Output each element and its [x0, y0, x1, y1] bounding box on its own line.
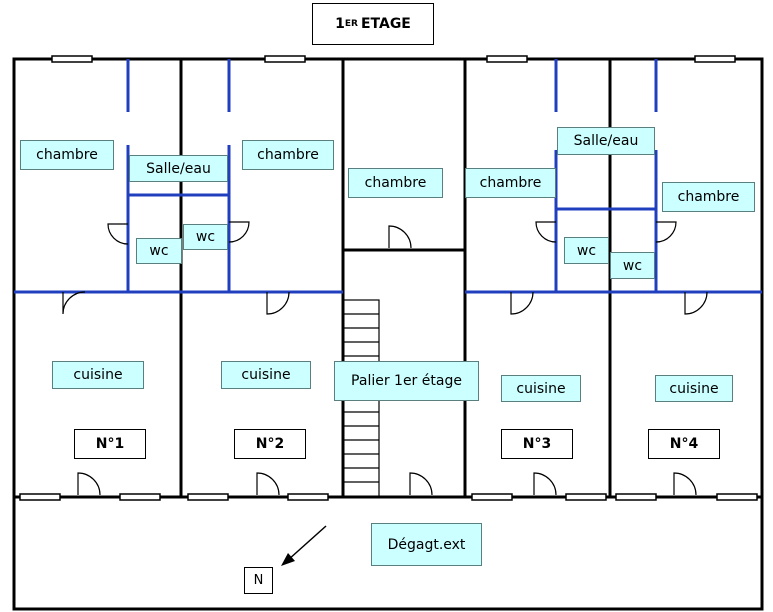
outer-wall [12, 57, 764, 611]
door [655, 221, 677, 243]
door [228, 221, 250, 243]
unit1-bath-label: Salle/eau [129, 155, 228, 182]
north-arrow [287, 525, 327, 561]
door [388, 225, 412, 249]
window [565, 493, 607, 501]
window [264, 55, 306, 63]
window [615, 493, 657, 501]
unit2-kitchen-label: cuisine [221, 361, 311, 389]
door [266, 291, 290, 315]
unit3-kitchen-label: cuisine [501, 375, 581, 402]
unit4-number: N°4 [648, 429, 720, 459]
window [119, 493, 161, 501]
windows-top [51, 55, 736, 63]
window [694, 55, 736, 63]
windows-corridor [19, 493, 758, 501]
unit3-bath-label: Salle/eau [557, 127, 655, 155]
door [107, 223, 129, 245]
unit2-bedroom-label: chambre [242, 140, 334, 170]
exterior-label: Dégagt.ext [371, 523, 482, 566]
window [51, 55, 93, 63]
unit1-kitchen-label: cuisine [52, 361, 144, 389]
north-arrowhead [281, 553, 295, 566]
landing-label: Palier 1er étage [334, 361, 479, 401]
door [409, 472, 433, 496]
door [510, 291, 534, 315]
window [19, 493, 61, 501]
north-label: N [244, 567, 273, 594]
door [684, 291, 708, 315]
door [535, 221, 557, 243]
center-bedroom-label: chambre [348, 168, 443, 198]
unit2-wc-label: wc [183, 224, 228, 250]
unit4-kitchen-label: cuisine [655, 375, 733, 402]
unit1-wc-label: wc [136, 238, 182, 264]
window [187, 493, 229, 501]
unit1-bedroom-label: chambre [20, 140, 114, 170]
unit3-wc-label: wc [564, 237, 609, 264]
window [471, 493, 513, 501]
window [716, 493, 758, 501]
unit1-number: N°1 [74, 429, 146, 459]
unit3-number: N°3 [501, 429, 573, 459]
window [287, 493, 329, 501]
window [486, 55, 528, 63]
doors [62, 221, 708, 496]
door [673, 472, 697, 496]
door [77, 472, 101, 496]
door [256, 472, 280, 496]
door [62, 291, 86, 315]
unit4-bedroom-label: chambre [662, 182, 755, 212]
door [533, 472, 557, 496]
unit4-wc-label: wc [610, 252, 655, 279]
unit3-bedroom-label: chambre [465, 168, 556, 198]
unit2-number: N°2 [234, 429, 306, 459]
